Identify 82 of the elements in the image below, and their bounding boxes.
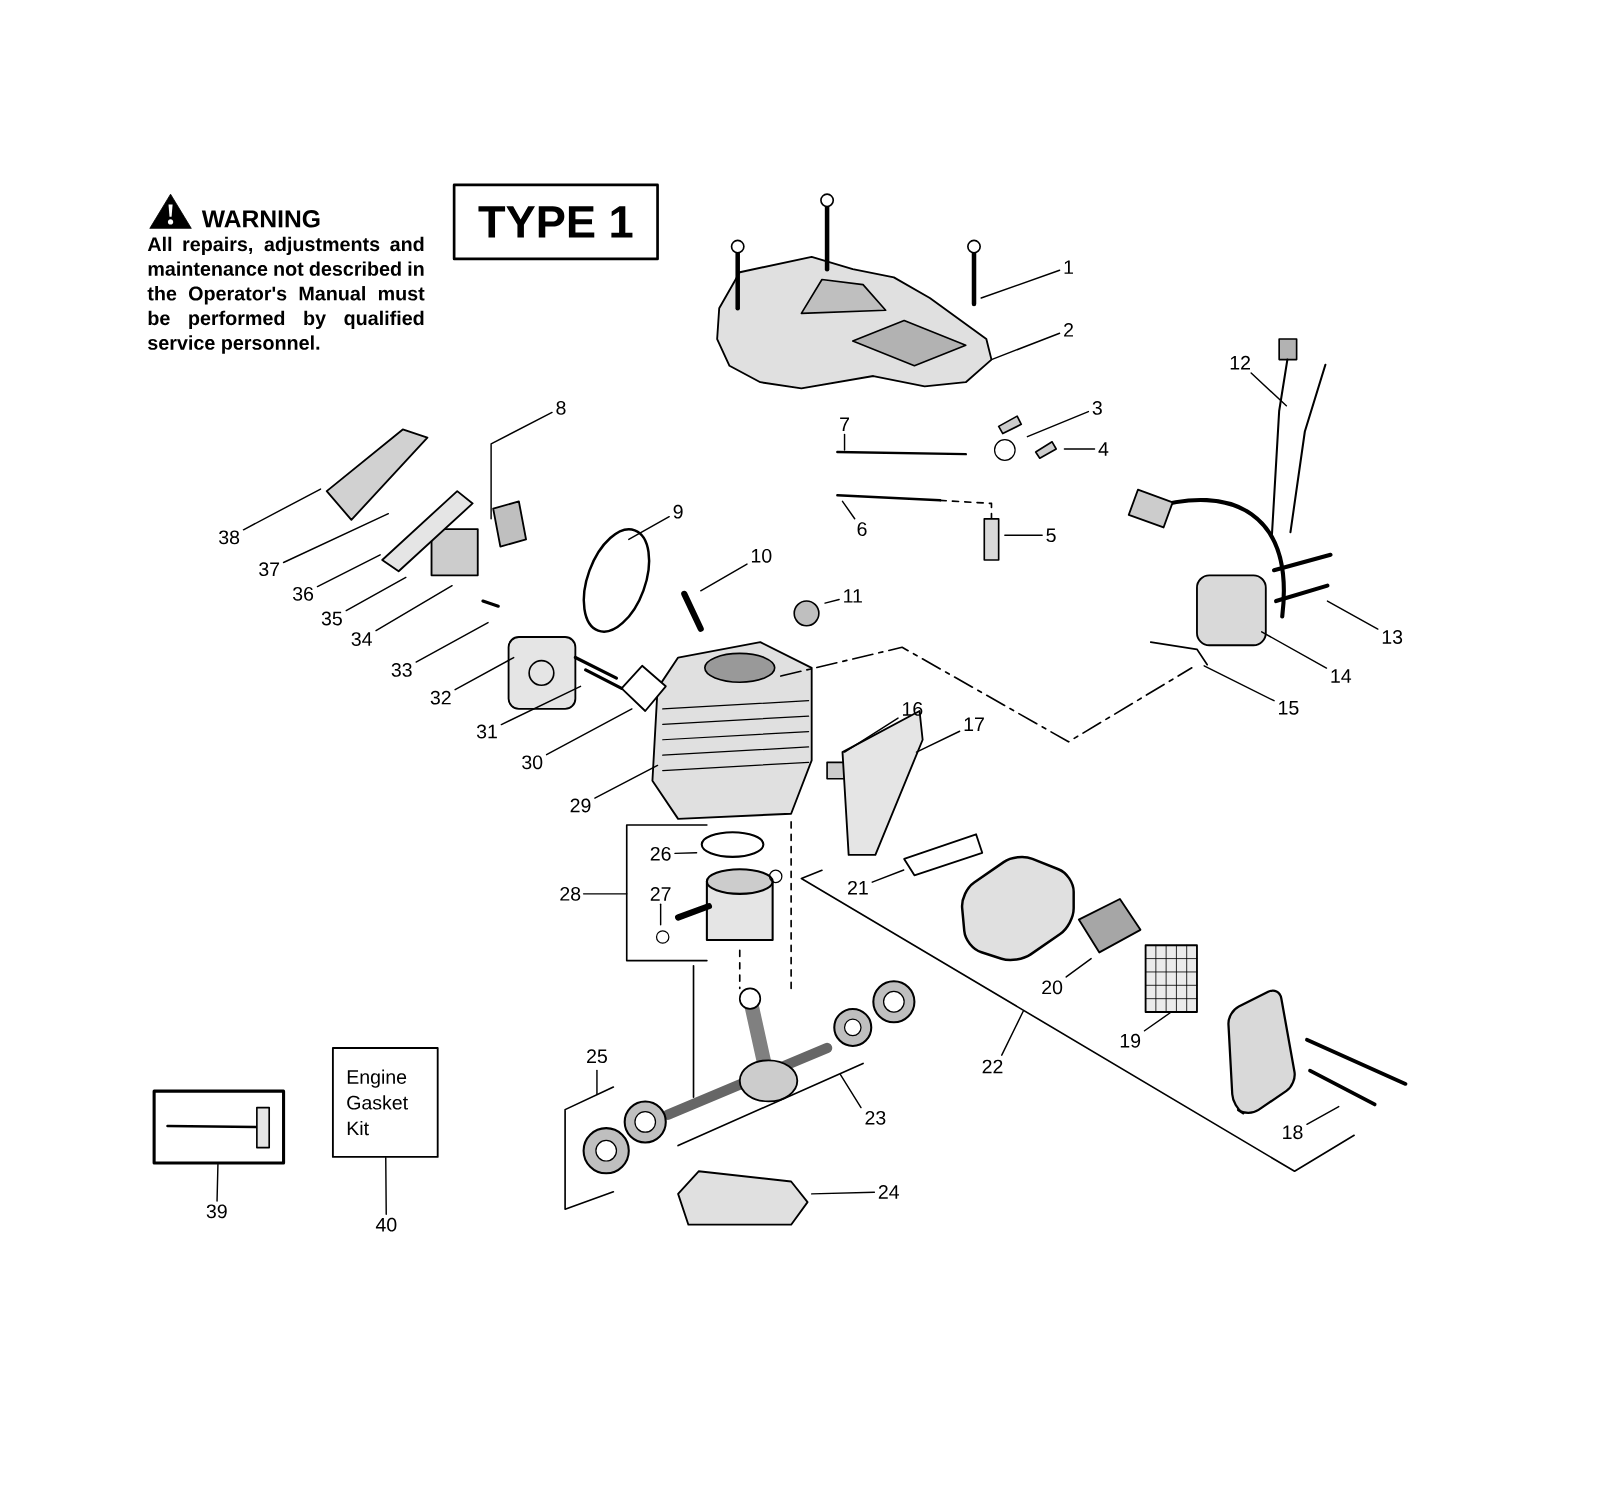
callout-number: 15 bbox=[1279, 701, 1299, 715]
callout-number: 25 bbox=[587, 1049, 607, 1064]
leader-line bbox=[1063, 448, 1096, 450]
callout-number: 24 bbox=[878, 1185, 899, 1199]
leader-line bbox=[385, 1157, 387, 1216]
leader-line bbox=[415, 621, 489, 663]
callout-number: 30 bbox=[522, 755, 543, 770]
leader-line bbox=[843, 433, 846, 451]
leader-line bbox=[500, 685, 582, 726]
leader-line bbox=[1306, 1105, 1340, 1125]
callout-number: 18 bbox=[1283, 1125, 1303, 1140]
callout-number: 12 bbox=[1230, 355, 1250, 370]
callout-number: 26 bbox=[650, 846, 671, 861]
leader-line bbox=[810, 1191, 876, 1195]
leader-line bbox=[1260, 631, 1328, 669]
callout-number: 11 bbox=[844, 589, 862, 603]
leader-line bbox=[282, 513, 390, 564]
leader-line bbox=[659, 903, 662, 926]
leader-line bbox=[490, 411, 553, 520]
callout-number: 31 bbox=[476, 724, 497, 739]
leader-line bbox=[871, 869, 905, 883]
leader-line bbox=[841, 500, 856, 520]
callout-number: 27 bbox=[650, 887, 671, 901]
callout-number: 40 bbox=[375, 1217, 397, 1232]
warning-heading: WARNING bbox=[201, 210, 320, 228]
leader-line bbox=[216, 1163, 219, 1202]
callout-number: 3 bbox=[1092, 401, 1102, 415]
callout-number: 39 bbox=[206, 1204, 227, 1219]
callout-number: 2 bbox=[1064, 323, 1073, 337]
leader-line bbox=[316, 554, 381, 588]
callout-number: 34 bbox=[351, 632, 372, 646]
leader-line bbox=[1250, 372, 1288, 407]
callout-number: 36 bbox=[293, 587, 314, 601]
leader-line bbox=[1065, 957, 1092, 978]
callout-number: 20 bbox=[1042, 980, 1063, 995]
callout-number: 8 bbox=[556, 401, 566, 415]
leader-line bbox=[980, 269, 1061, 299]
callout-number: 21 bbox=[848, 880, 868, 895]
callout-number: 33 bbox=[391, 663, 412, 677]
tool-box bbox=[152, 1089, 286, 1165]
callout-number: 29 bbox=[570, 798, 591, 813]
leader-line bbox=[628, 516, 670, 541]
callout-number: 4 bbox=[1098, 442, 1109, 456]
callout-number: 9 bbox=[673, 504, 683, 519]
callout-number: 1 bbox=[1064, 260, 1073, 274]
leader-line bbox=[843, 717, 899, 753]
leader-line bbox=[824, 598, 840, 604]
callout-number: 28 bbox=[560, 887, 581, 901]
kit-box: Engine Gasket Kit bbox=[331, 1047, 439, 1158]
leader-line bbox=[674, 852, 698, 855]
callout-number: 32 bbox=[430, 690, 451, 705]
callout-number: 23 bbox=[865, 1111, 886, 1125]
gasket-drawing bbox=[903, 833, 984, 877]
leader-line bbox=[345, 576, 407, 612]
callout-number: 16 bbox=[903, 702, 923, 716]
leader-line bbox=[990, 332, 1061, 361]
leader-line bbox=[1026, 410, 1090, 438]
type-box: TYPE 1 bbox=[452, 183, 659, 261]
leader-line bbox=[1143, 1011, 1172, 1032]
leader-line bbox=[1004, 534, 1043, 537]
callout-number: 7 bbox=[840, 417, 849, 432]
leader-line bbox=[375, 584, 453, 632]
callout-number: 13 bbox=[1382, 630, 1403, 644]
callout-number: 6 bbox=[857, 522, 867, 537]
leader-line bbox=[545, 708, 633, 756]
callout-number: 19 bbox=[1120, 1033, 1141, 1048]
leader-line bbox=[700, 563, 748, 592]
leader-line bbox=[1203, 665, 1275, 702]
warning-text: All repairs, adjustments and maintenance not described in the Operator's Manual must be performed by qualified service personnel. bbox=[147, 236, 425, 354]
callout-number: 35 bbox=[321, 611, 342, 626]
leader-line bbox=[1326, 600, 1379, 630]
leader-line bbox=[594, 764, 659, 799]
callout-number: 17 bbox=[964, 717, 984, 732]
callout-number: 5 bbox=[1046, 528, 1056, 543]
callout-number: 14 bbox=[1331, 669, 1352, 683]
callout-number: 38 bbox=[219, 530, 240, 545]
callout-number: 10 bbox=[751, 548, 772, 563]
callout-number: 37 bbox=[259, 562, 280, 577]
leader-line bbox=[242, 488, 322, 531]
leader-line bbox=[915, 730, 961, 753]
callout-number: 22 bbox=[982, 1059, 1003, 1074]
leader-line bbox=[454, 656, 515, 691]
